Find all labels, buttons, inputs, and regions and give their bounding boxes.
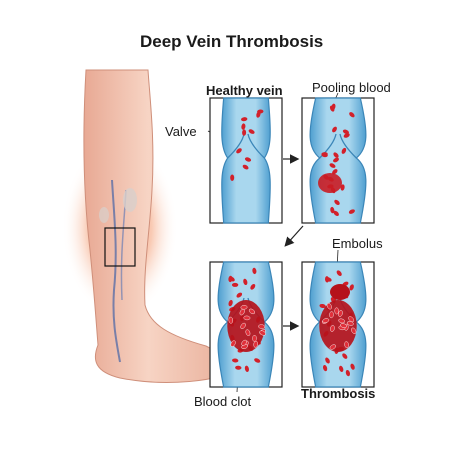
clot-cell [340,323,347,328]
blood-cell [339,365,344,372]
blood-cell [350,363,355,370]
label-blood-clot: Blood clot [194,394,252,409]
valve-leaflet [247,133,265,159]
blood-cell [228,299,233,307]
blood-cell [250,283,256,290]
blood-cell [244,157,252,162]
clot-cell [258,324,265,329]
clot-cell [245,329,251,336]
clot-cell [239,308,245,316]
clot-cell [329,344,336,350]
blood-cell [333,152,339,158]
leg-illustration [62,69,228,383]
panel-pooling-blood [301,97,375,224]
clot-cell [240,305,248,310]
blood-cell [241,123,246,130]
clot-cell [326,303,332,310]
blood-cell [340,184,345,191]
blood-cell [333,157,339,163]
arrows [283,154,304,331]
leg-swelling [123,188,137,212]
valve-leaflet [339,133,357,159]
zoom-box [104,227,136,267]
blood-clot [319,300,357,352]
blood-cell [321,152,328,157]
blood-cell [236,292,243,298]
leg-swelling [99,207,109,223]
blood-cell [325,277,332,282]
blood-cell [248,129,255,134]
clot-cell [338,318,346,324]
blood-cell [242,129,247,136]
page-title: Deep Vein Thrombosis [140,32,324,51]
blood-cell [229,276,235,282]
blood-cell [332,169,338,175]
blood-cell [349,284,354,291]
blood-cell [241,117,248,122]
clot-cell [240,322,246,329]
clot-cell [248,308,256,315]
blood-cell [336,270,342,276]
clot-cell [344,341,349,349]
blood-cell [243,278,248,286]
blood-cell [342,353,348,359]
embolus [330,284,350,300]
blood-cell [322,364,328,372]
leg-vein-main [111,179,121,363]
blood-cell [333,210,339,217]
clot-cell [334,307,339,315]
blood-cell [236,148,242,154]
clot-cell [259,330,266,336]
blood-cell [334,199,340,206]
blood-cell [342,129,349,135]
blood-cell [319,303,326,309]
clot-cell [329,311,334,319]
clot-cell [338,310,343,317]
clot-cell [348,316,355,323]
blood-cell [332,126,337,133]
panel-healthy-vein [209,97,283,224]
blood-cell [257,109,264,114]
label-thrombosis: Thrombosis [301,386,376,401]
label-healthy-vein: Healthy vein [206,83,283,98]
pooled-blood [318,173,342,193]
blood-cell [345,369,351,377]
blood-cell [254,358,261,363]
valve-leaflet [227,133,245,159]
blood-cell [235,365,242,370]
blood-cell [329,163,336,168]
blood-cell [325,357,330,364]
label-valve: Valve [165,124,197,139]
blood-cell [349,112,355,118]
clot-cell [228,316,234,324]
blood-cell [331,103,336,110]
blood-cell [348,209,355,214]
blood-cell [330,206,335,214]
clot-cell [230,340,236,347]
clot-cell [351,327,357,334]
panel-thrombosis [301,261,375,388]
blood-cell [343,133,350,138]
clot-cell [252,334,257,342]
blood-cell [242,164,249,170]
arrow-diagonal [284,225,304,247]
blood-cell [231,282,239,287]
clot-cell [322,318,330,323]
label-embolus: Embolus [332,236,383,251]
clot-cell [330,325,335,332]
blood-cell [341,147,347,154]
blood-cell [232,358,239,363]
clot-cell [241,339,247,346]
blood-cell [252,267,257,275]
blood-cell [230,174,235,181]
panel-blood-clot [209,261,283,388]
clot-cell [243,315,251,321]
clot-cell [253,340,258,348]
label-pooling-blood: Pooling blood [312,80,391,95]
blood-cell [244,365,249,372]
